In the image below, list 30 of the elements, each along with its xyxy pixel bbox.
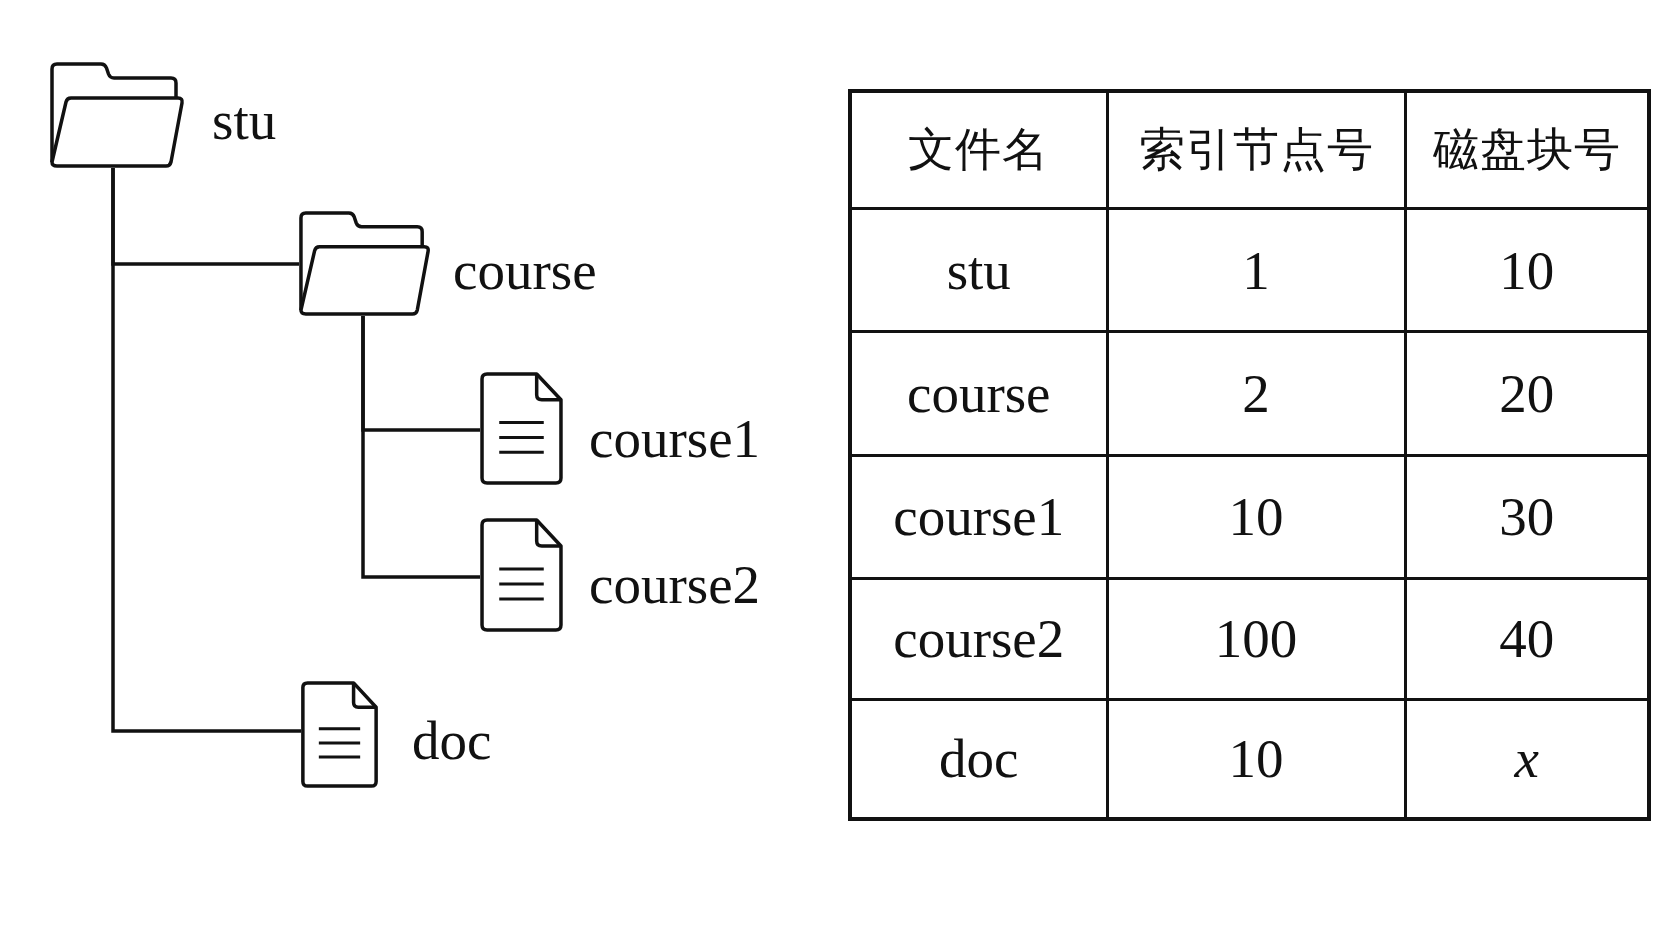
table-cell: course xyxy=(852,333,1109,457)
item-name: course xyxy=(453,243,597,298)
table-cell: 30 xyxy=(1406,456,1647,580)
item-name: course2 xyxy=(589,557,761,612)
item-name: doc xyxy=(412,713,492,768)
table-cell: stu xyxy=(852,210,1109,334)
document-icon xyxy=(480,372,563,485)
header-cell: 磁盘块号 xyxy=(1406,93,1647,211)
document-icon xyxy=(301,681,378,788)
table-cell: 10 xyxy=(1108,700,1407,817)
document-icon xyxy=(480,518,563,632)
header-cell: 索引节点号 xyxy=(1108,93,1407,211)
folder-icon xyxy=(50,62,184,168)
table-cell: 100 xyxy=(1108,580,1407,701)
table-cell: 40 xyxy=(1406,580,1647,701)
tree-line xyxy=(361,316,480,579)
table-cell: 2 xyxy=(1108,333,1407,457)
tree-line xyxy=(111,168,301,733)
folder-icon xyxy=(299,211,430,316)
table-cell: doc xyxy=(852,700,1109,817)
table-cell: 1 xyxy=(1108,210,1407,334)
table-cell: course1 xyxy=(852,456,1109,580)
table-cell: course2 xyxy=(852,580,1109,701)
table-cell: 10 xyxy=(1108,456,1407,580)
header-cell: 文件名 xyxy=(852,93,1109,211)
table-cell: 20 xyxy=(1406,333,1647,457)
table-cell: 10 xyxy=(1406,210,1647,334)
item-name: stu xyxy=(212,93,277,148)
table-cell-text: x xyxy=(1513,727,1540,792)
item-name: course1 xyxy=(589,411,761,466)
